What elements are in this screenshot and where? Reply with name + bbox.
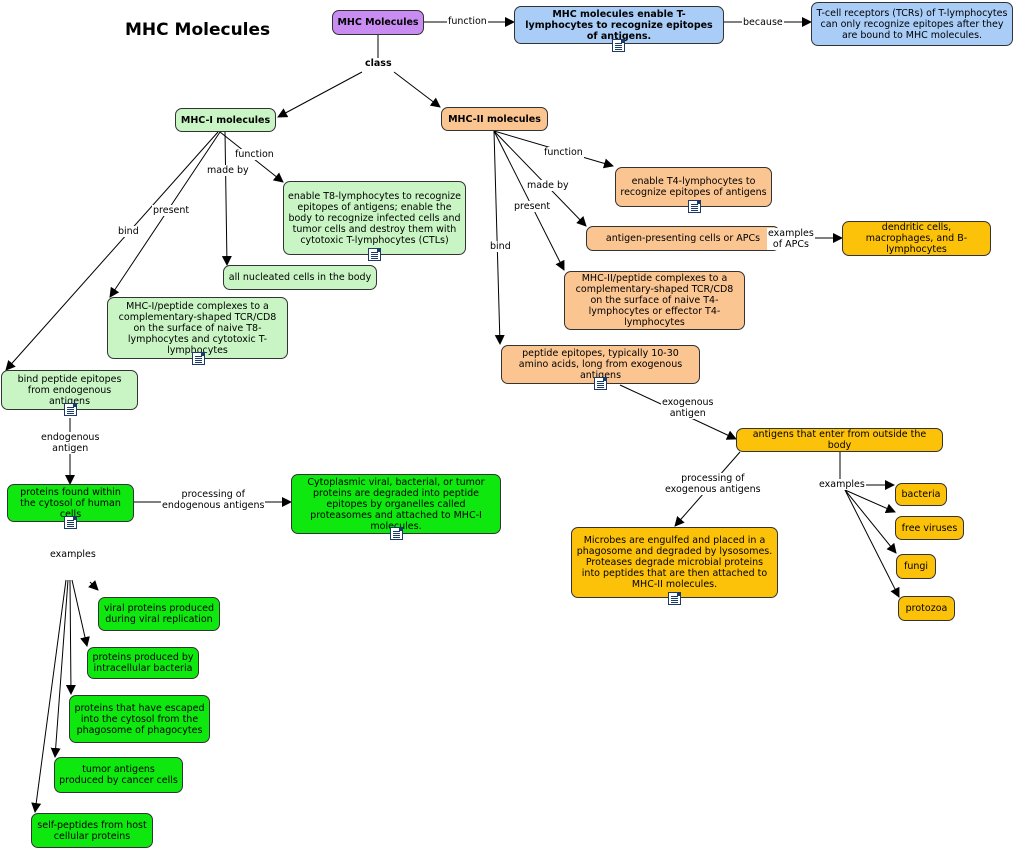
link-label-class: class [364, 58, 393, 69]
node-mhc-i[interactable]: MHC-I molecules [175, 108, 276, 132]
link-label-bind-mhc2: bind [489, 241, 512, 252]
node-fungi[interactable]: fungi [896, 554, 936, 579]
link-label-present-mhc1: present [152, 205, 191, 216]
link-label-exogenous-antigen: exogenous antigen [661, 397, 715, 419]
link-label-present-mhc2: present [513, 201, 552, 212]
node-apc[interactable]: antigen-presenting cells or APCs [586, 226, 780, 251]
node-tcr[interactable]: T-cell receptors (TCRs) of T-lymphocytes… [811, 2, 1013, 46]
node-function-root[interactable]: MHC molecules enable T-lymphocytes to re… [514, 6, 724, 44]
node-endogenous-bind[interactable]: bind peptide epitopes from endogenous an… [1, 370, 138, 410]
link-label-because: because [742, 17, 784, 28]
link-label-examples-exogenous: examples [818, 479, 866, 490]
node-antigens-outside[interactable]: antigens that enter from outside the bod… [736, 428, 943, 452]
node-mhc-ii[interactable]: MHC-II molecules [441, 107, 548, 131]
node-protozoa[interactable]: protozoa [898, 596, 955, 621]
node-tumor-antigens[interactable]: tumor antigens produced by cancer cells [54, 757, 183, 793]
link-label-function-mhc2: function [543, 147, 584, 158]
node-viral-proteins[interactable]: viral proteins produced during viral rep… [98, 597, 220, 631]
link-label-made-by-mhc2: made by [526, 180, 570, 191]
document-icon[interactable] [64, 403, 77, 416]
document-icon[interactable] [390, 527, 403, 540]
document-icon[interactable] [368, 248, 381, 261]
node-free-viruses[interactable]: free viruses [895, 516, 964, 540]
node-peptide-exogenous[interactable]: peptide epitopes, typically 10-30 amino … [501, 345, 700, 384]
node-mhc-i-complex[interactable]: MHC-I/peptide complexes to a complementa… [107, 297, 288, 359]
link-label-function-mhc1: function [234, 149, 275, 160]
link-label-made-by-mhc1: made by [206, 165, 250, 176]
page-title: MHC Molecules [125, 20, 271, 40]
node-dendritic[interactable]: dendritic cells, macrophages, and B-lymp… [842, 221, 991, 256]
document-icon[interactable] [668, 592, 681, 605]
document-icon[interactable] [594, 377, 607, 390]
node-cytoplasmic[interactable]: Cytoplasmic viral, bacterial, or tumor p… [291, 474, 501, 534]
node-mhc-molecules[interactable]: MHC Molecules [332, 10, 424, 35]
node-function-root-text: MHC molecules enable T-lymphocytes to re… [525, 8, 713, 42]
document-icon[interactable] [612, 39, 625, 52]
node-escaped-proteins[interactable]: proteins that have escaped into the cyto… [69, 695, 210, 743]
node-nucleated-cells[interactable]: all nucleated cells in the body [223, 265, 377, 290]
link-label-processing-exogenous: processing of exogenous antigens [664, 473, 762, 495]
node-proteins-within[interactable]: proteins found within the cytosol of hum… [7, 484, 134, 522]
document-icon[interactable] [192, 352, 205, 365]
link-label-examples-apc: examples of APCs [767, 228, 815, 250]
link-label-bind-mhc1: bind [117, 226, 140, 237]
node-t8-function[interactable]: enable T8-lymphocytes to recognize epito… [283, 181, 466, 255]
node-intracellular-bacteria[interactable]: proteins produced by intracellular bacte… [87, 647, 199, 679]
link-label-examples-endogenous: examples [49, 549, 97, 560]
document-icon[interactable] [688, 200, 701, 213]
link-label-endogenous-antigen: endogenous antigen [40, 432, 101, 454]
node-bacteria[interactable]: bacteria [895, 483, 947, 506]
document-icon[interactable] [64, 516, 77, 529]
link-label-processing-endogenous: processing of endogenous antigens [161, 489, 266, 511]
node-self-peptides[interactable]: self-peptides from host cellular protein… [31, 813, 153, 848]
link-label-function: function [447, 16, 488, 27]
node-microbes[interactable]: Microbes are engulfed and placed in a ph… [571, 527, 778, 598]
node-mhc-ii-complex[interactable]: MHC-II/peptide complexes to a complement… [564, 271, 745, 330]
